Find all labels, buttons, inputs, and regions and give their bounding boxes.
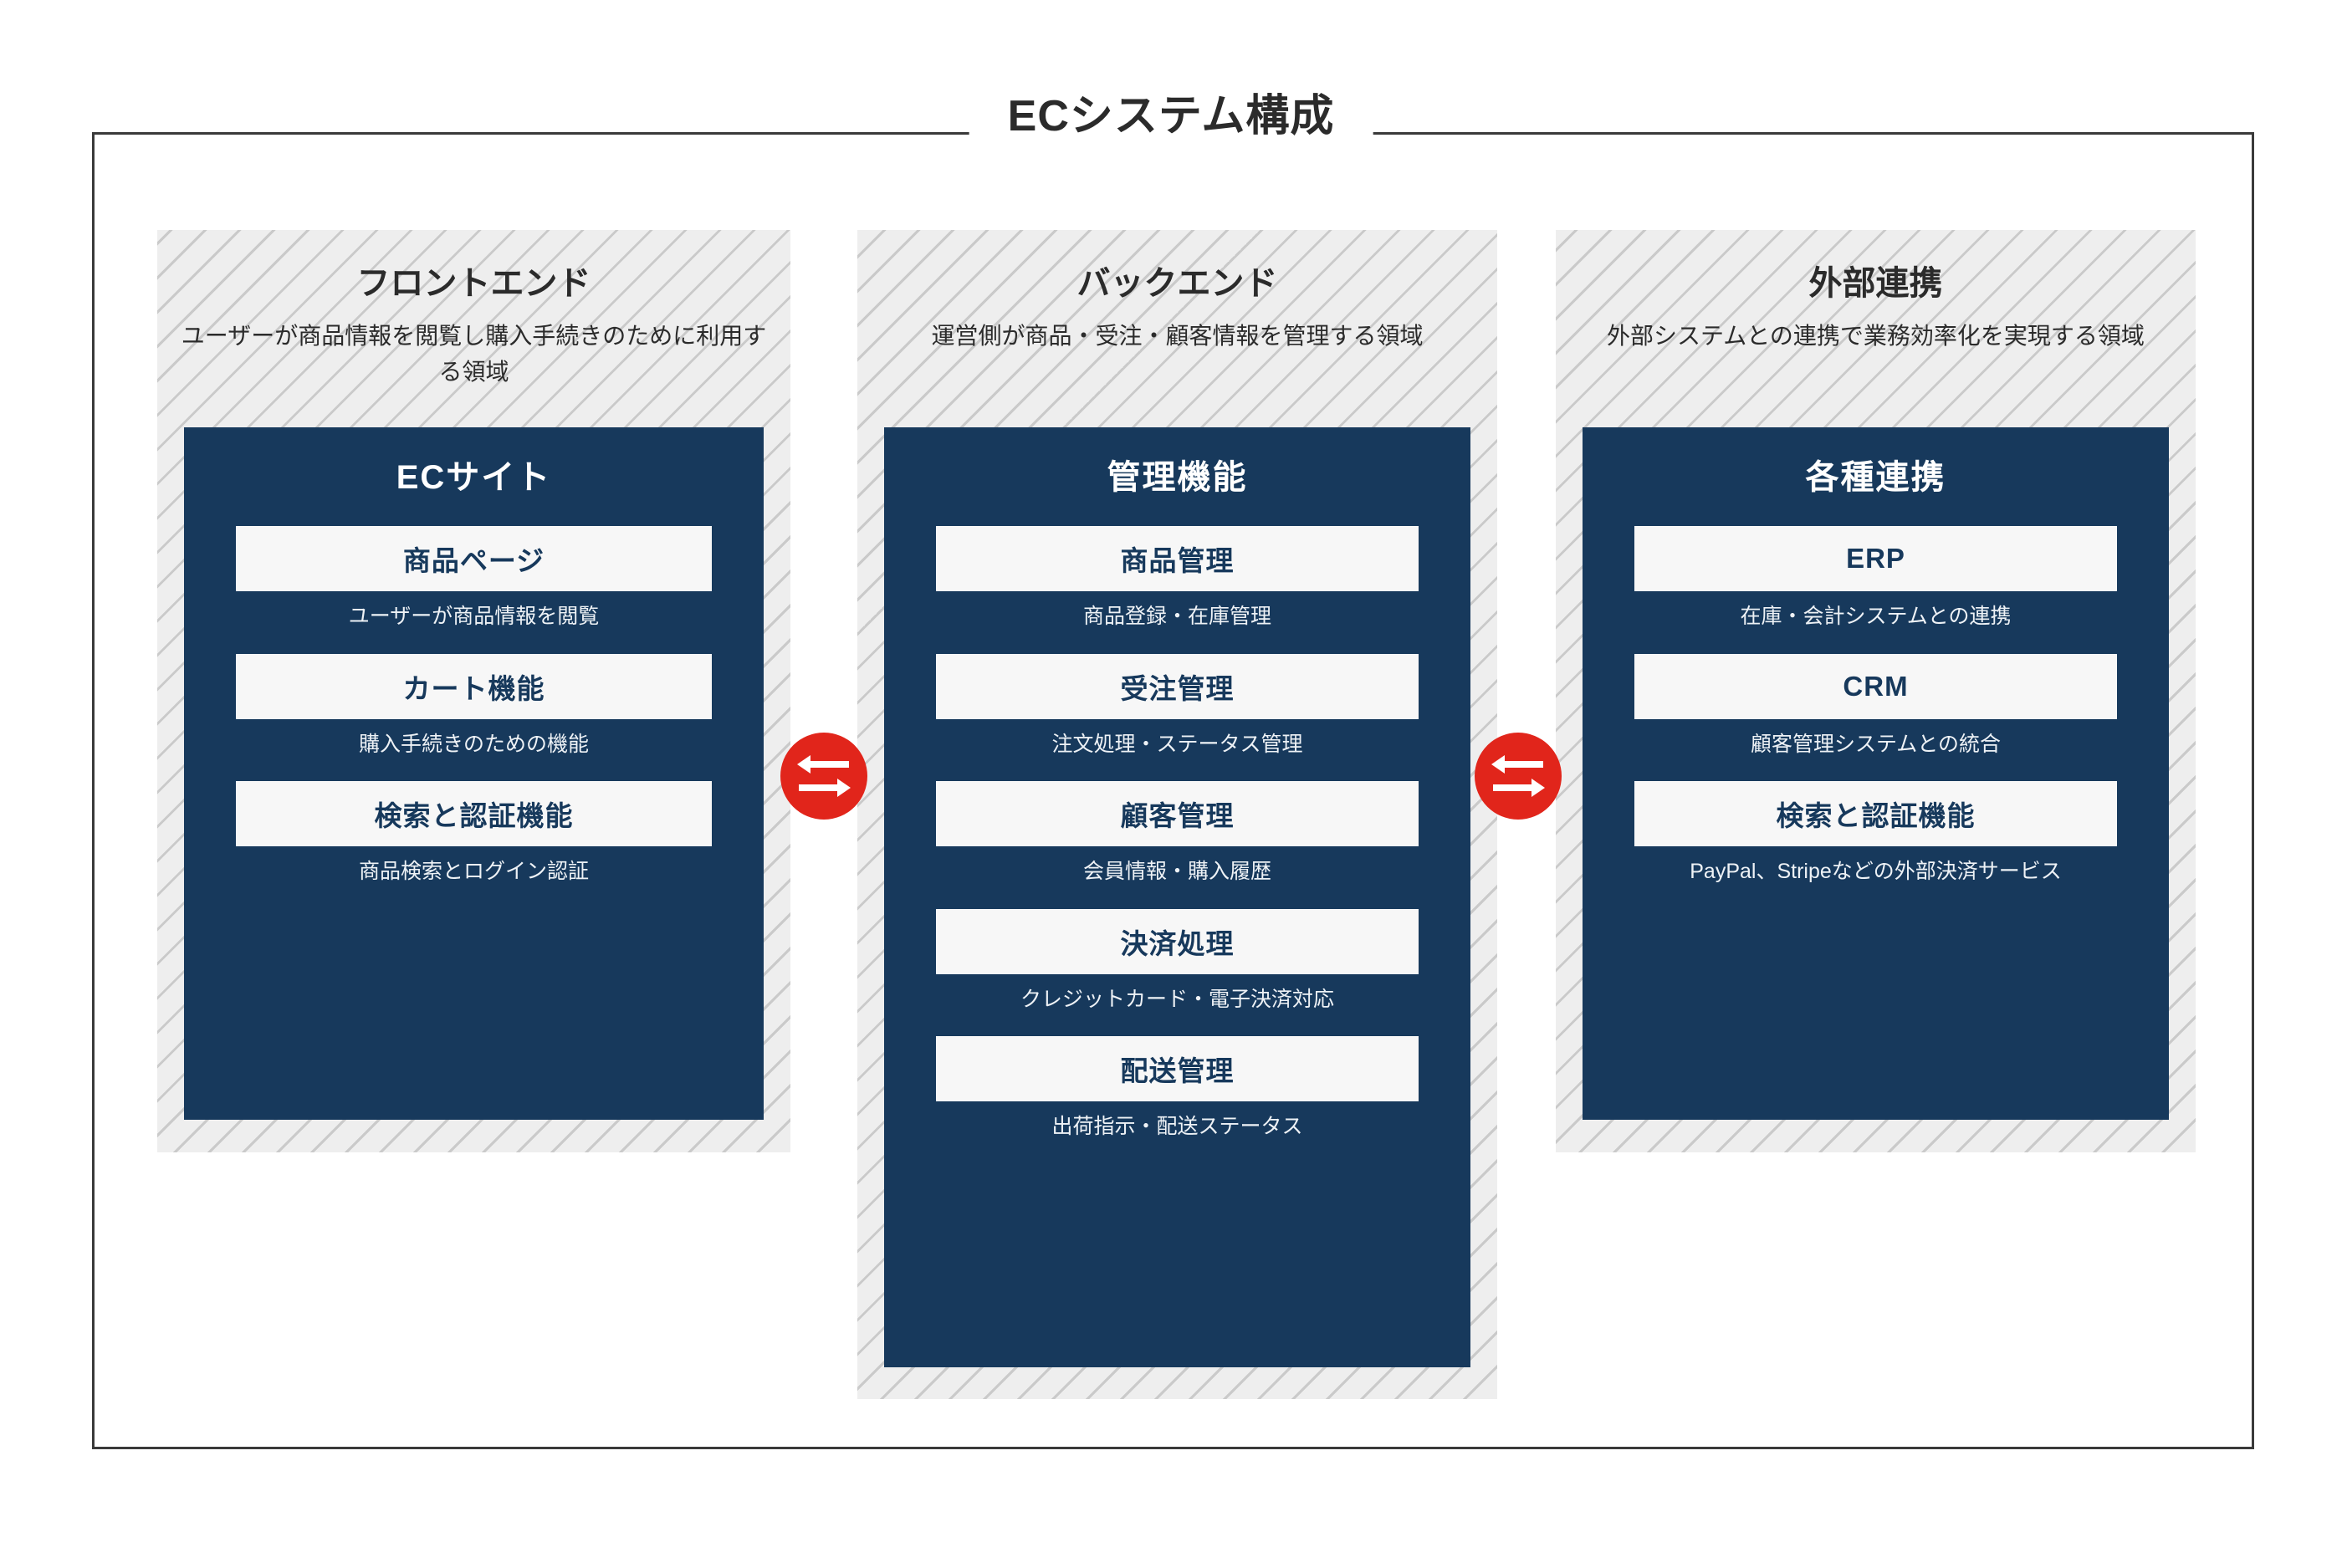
column-backend-title: バックエンド	[1076, 265, 1278, 302]
item-label[interactable]: ERP	[1634, 526, 2117, 591]
item-label[interactable]: カート機能	[236, 653, 712, 719]
item-description: 注文処理・ステータス管理	[1051, 732, 1303, 756]
list-item[interactable]: 商品管理 商品登録・在庫管理	[884, 526, 1470, 632]
bidirectional-arrows-icon	[1490, 753, 1547, 799]
item-label[interactable]: 検索と認証機能	[1634, 781, 2117, 846]
item-description: 商品登録・在庫管理	[1082, 605, 1271, 628]
item-description: 在庫・会計システムとの連携	[1740, 605, 2012, 628]
list-item[interactable]: 検索と認証機能 PayPal、Stripeなどの外部決済サービス	[1583, 781, 2169, 887]
panel-external: 各種連携 ERP 在庫・会計システムとの連携 CRM 顧客管理システムとの統合 …	[1583, 427, 2169, 1120]
item-description: 商品検索とログイン認証	[358, 860, 589, 883]
item-label[interactable]: CRM	[1634, 653, 2117, 719]
column-backend-header: バックエンド 運営側が商品・受注・顧客情報を管理する領域	[857, 230, 1497, 355]
column-frontend-header: フロントエンド ユーザーが商品情報を閲覧し購入手続きのために利用する領域	[157, 230, 790, 390]
item-description: 購入手続きのための機能	[358, 732, 589, 756]
column-frontend-title: フロントエンド	[356, 265, 591, 302]
list-item[interactable]: 決済処理 クレジットカード・電子決済対応	[884, 908, 1470, 1015]
panel-ecsite: ECサイト 商品ページ ユーザーが商品情報を閲覧 カート機能 購入手続きのための…	[184, 427, 764, 1120]
column-backend: バックエンド 運営側が商品・受注・顧客情報を管理する領域 管理機能 商品管理 商…	[857, 230, 1497, 1399]
bidirectional-arrows-icon	[795, 753, 852, 799]
connector-backend-external	[1475, 733, 1562, 820]
list-item[interactable]: 顧客管理 会員情報・購入履歴	[884, 781, 1470, 887]
column-frontend: フロントエンド ユーザーが商品情報を閲覧し購入手続きのために利用する領域 ECサ…	[157, 230, 790, 1152]
list-item[interactable]: 商品ページ ユーザーが商品情報を閲覧	[184, 526, 764, 632]
item-description: ユーザーが商品情報を閲覧	[348, 605, 600, 628]
item-label[interactable]: 商品ページ	[236, 526, 712, 591]
connector-frontend-backend	[780, 733, 867, 820]
item-label[interactable]: 配送管理	[936, 1036, 1419, 1101]
list-item[interactable]: CRM 顧客管理システムとの統合	[1583, 653, 2169, 760]
item-description: 顧客管理システムとの統合	[1750, 732, 2001, 756]
list-item[interactable]: カート機能 購入手続きのための機能	[184, 653, 764, 760]
list-item[interactable]: 検索と認証機能 商品検索とログイン認証	[184, 781, 764, 887]
item-label[interactable]: 顧客管理	[936, 781, 1419, 846]
panel-external-title: 各種連携	[1805, 459, 1946, 496]
item-label[interactable]: 受注管理	[936, 653, 1419, 719]
column-external-header: 外部連携 外部システムとの連携で業務効率化を実現する領域	[1556, 230, 2196, 355]
list-item[interactable]: ERP 在庫・会計システムとの連携	[1583, 526, 2169, 632]
list-item[interactable]: 受注管理 注文処理・ステータス管理	[884, 653, 1470, 760]
diagram-title: ECシステム構成	[969, 90, 1373, 143]
item-label[interactable]: 決済処理	[936, 908, 1419, 974]
column-external-description: 外部システムとの連携で業務効率化を実現する領域	[1607, 323, 2145, 349]
panel-ecsite-title: ECサイト	[396, 459, 552, 496]
list-item[interactable]: 配送管理 出荷指示・配送ステータス	[884, 1036, 1470, 1142]
column-backend-description: 運営側が商品・受注・顧客情報を管理する領域	[931, 323, 1424, 349]
item-description: クレジットカード・電子決済対応	[1020, 987, 1334, 1011]
item-description: PayPal、Stripeなどの外部決済サービス	[1690, 860, 2062, 883]
item-description: 出荷指示・配送ステータス	[1051, 1115, 1303, 1138]
panel-admin: 管理機能 商品管理 商品登録・在庫管理 受注管理 注文処理・ステータス管理 顧客…	[884, 427, 1470, 1367]
item-description: 会員情報・購入履歴	[1082, 860, 1271, 883]
item-label[interactable]: 商品管理	[936, 526, 1419, 591]
panel-admin-title: 管理機能	[1107, 459, 1248, 496]
item-label[interactable]: 検索と認証機能	[236, 781, 712, 846]
column-external: 外部連携 外部システムとの連携で業務効率化を実現する領域 各種連携 ERP 在庫…	[1556, 230, 2196, 1152]
column-external-title: 外部連携	[1808, 265, 1943, 302]
column-frontend-description: ユーザーが商品情報を閲覧し購入手続きのために利用する領域	[181, 323, 767, 385]
